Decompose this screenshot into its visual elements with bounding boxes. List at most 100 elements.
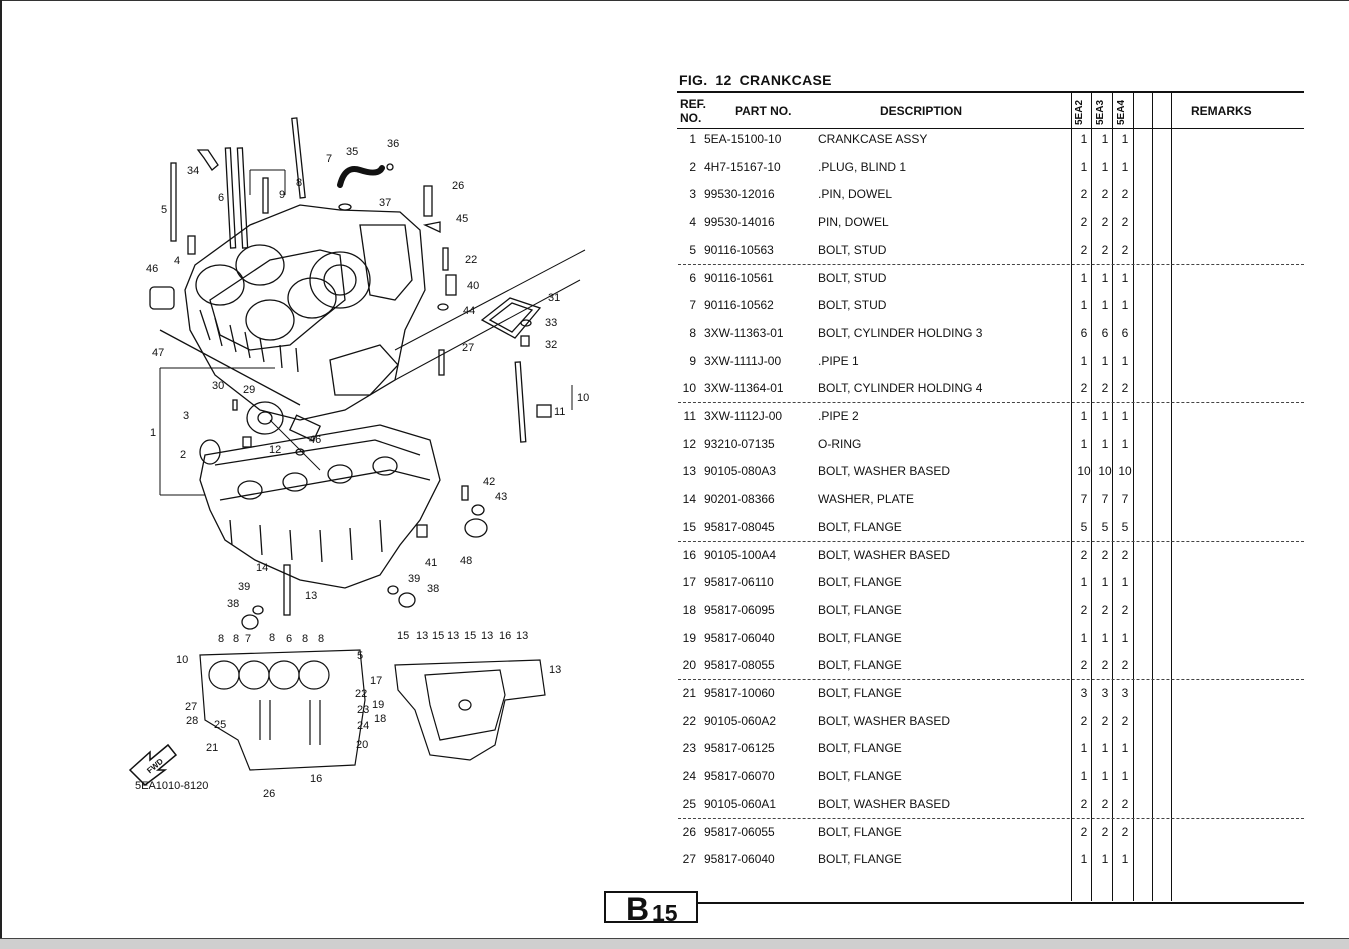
qty-model-2: 1	[1101, 436, 1109, 451]
callout-number: 27	[462, 342, 474, 354]
qty-model-3: 3	[1121, 686, 1129, 700]
ref-no: 4	[689, 215, 696, 230]
qty-model-3: 1	[1121, 132, 1129, 146]
callout-number: 29	[243, 384, 255, 396]
qty-model-3: 5	[1121, 519, 1129, 534]
callout-number: 3	[183, 410, 189, 422]
qty-model-1: 1	[1080, 575, 1088, 590]
stud-bolts	[170, 117, 527, 443]
callout-number: 6	[218, 192, 224, 204]
callout-number: 8	[302, 633, 308, 645]
callout-number: 11	[554, 406, 565, 418]
part-number: 4H7-15167-10	[704, 159, 781, 174]
ref-no: 18	[682, 602, 696, 617]
callout-number: 9	[279, 189, 285, 201]
qty-model-1: 2	[1080, 547, 1088, 562]
part-description: BOLT, WASHER BASED	[818, 713, 951, 728]
callout-number: 44	[463, 305, 475, 317]
qty-model-3: 1	[1121, 159, 1129, 174]
callout-number: 22	[465, 254, 477, 266]
qty-model-2: 1	[1101, 353, 1109, 368]
callout-number: 8	[318, 633, 324, 645]
callout-number: 34	[187, 165, 199, 177]
qty-model-1: 1	[1080, 159, 1088, 174]
page-left-border	[0, 0, 2, 948]
header-model-1: 5EA2	[1074, 99, 1086, 126]
qty-model-2: 2	[1101, 242, 1109, 257]
callout-number: 22	[355, 688, 367, 700]
part-number: 93210-07135	[704, 436, 775, 451]
callout-number: 2	[180, 449, 186, 461]
callout-number: 8	[218, 633, 224, 645]
callout-number: 7	[326, 153, 332, 165]
part-description: BOLT, FLANGE	[818, 630, 902, 645]
group-separator	[678, 402, 1304, 403]
part-number: 90105-060A2	[704, 713, 777, 728]
ref-no: 6	[689, 270, 696, 285]
title-rule	[677, 91, 1304, 93]
ref-no: 12	[682, 436, 696, 451]
figure-label: FIG.	[679, 72, 708, 88]
part-description: PIN, DOWEL	[818, 215, 889, 230]
part-description: BOLT, CYLINDER HOLDING 3	[818, 325, 983, 340]
qty-model-2: 2	[1101, 381, 1109, 396]
qty-model-3: 1	[1121, 630, 1129, 645]
part-description: BOLT, STUD	[818, 270, 887, 285]
callout-number: 10	[577, 392, 589, 404]
qty-model-2: 2	[1101, 824, 1109, 839]
bottom-view-right	[394, 659, 546, 761]
qty-model-1: 1	[1080, 436, 1088, 451]
part-description: WASHER, PLATE	[818, 492, 915, 507]
part-description: BOLT, FLANGE	[818, 686, 902, 700]
qty-model-2: 1	[1101, 769, 1109, 784]
ref-no: 15	[682, 519, 696, 534]
callout-number: 36	[387, 138, 399, 150]
qty-model-1: 1	[1080, 852, 1088, 867]
callout-number: 7	[245, 633, 251, 645]
qty-model-3: 1	[1121, 741, 1129, 756]
callout-number: 8	[296, 177, 302, 189]
qty-model-2: 3	[1101, 686, 1109, 700]
qty-model-2: 1	[1101, 270, 1109, 285]
qty-model-3: 1	[1121, 575, 1129, 590]
ref-no: 21	[682, 686, 696, 700]
part-description: BOLT, FLANGE	[818, 852, 902, 867]
ref-no: 23	[682, 741, 696, 756]
qty-model-3: 2	[1121, 658, 1129, 673]
column-divider	[1171, 91, 1172, 901]
part-number: 95817-06070	[704, 769, 775, 784]
qty-model-3: 2	[1121, 215, 1129, 230]
qty-model-1: 2	[1080, 658, 1088, 673]
part-number: 95817-06040	[704, 852, 775, 867]
qty-model-2: 6	[1101, 325, 1109, 340]
qty-model-2: 2	[1101, 215, 1109, 230]
qty-model-2: 1	[1101, 298, 1109, 313]
qty-model-2: 1	[1101, 159, 1109, 174]
qty-model-2: 2	[1101, 713, 1109, 728]
callout-number: 15	[397, 630, 409, 642]
qty-model-2: 1	[1101, 409, 1109, 423]
callout-number: 15	[432, 630, 444, 642]
qty-model-1: 2	[1080, 187, 1088, 202]
callout-number: 43	[495, 491, 507, 503]
part-number: 3XW-11364-01	[704, 381, 784, 396]
qty-model-1: 2	[1080, 713, 1088, 728]
callout-number: 32	[545, 339, 557, 351]
ref-no: 22	[682, 713, 696, 728]
part-number: 95817-06040	[704, 630, 775, 645]
part-description: BOLT, WASHER BASED	[818, 547, 951, 562]
callout-number: 17	[370, 675, 382, 687]
part-number: 90116-10563	[704, 242, 774, 257]
callout-number: 25	[214, 719, 226, 731]
